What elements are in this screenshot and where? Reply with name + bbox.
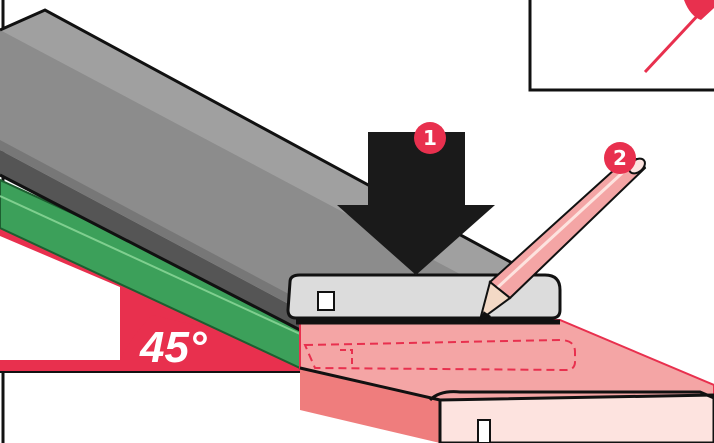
step-badge-2: 2 [604, 142, 636, 174]
green-strip-highlight [0, 195, 301, 335]
press-down-arrow [337, 132, 495, 275]
angle-arc [0, 315, 305, 372]
step-number-2: 2 [613, 146, 627, 170]
step-number-1: 1 [423, 126, 437, 150]
angle-label: 45° [139, 323, 207, 372]
floor-cutout [0, 236, 120, 360]
pink-board [299, 318, 714, 443]
step-badge-1: 1 [414, 122, 446, 154]
inset-red-shape [684, 0, 714, 20]
profile-notch [317, 291, 335, 311]
inset-detail-box [528, 0, 714, 92]
